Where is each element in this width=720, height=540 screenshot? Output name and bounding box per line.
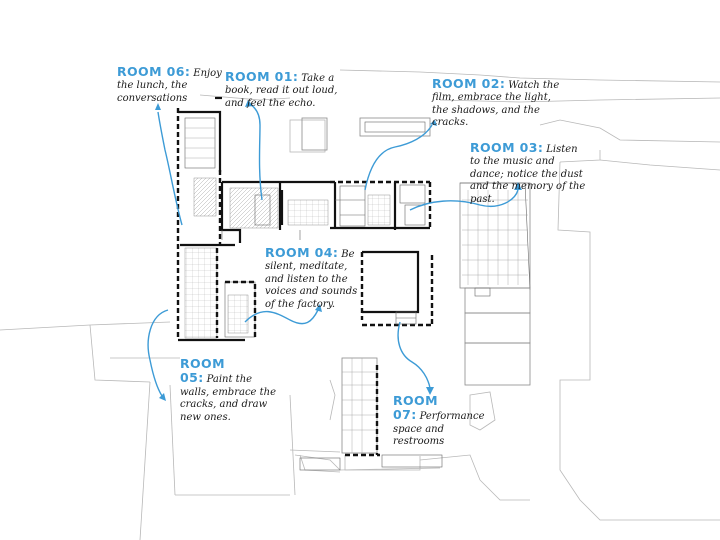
room-05-label: ROOM 05:Paint the walls, embrace the cra… bbox=[180, 356, 280, 424]
site-context bbox=[0, 69, 720, 540]
room-04-label: ROOM 04:Be silent, meditate, and listen … bbox=[265, 245, 365, 311]
room-02-title: ROOM 02: bbox=[432, 76, 506, 91]
room-01-title: ROOM 01: bbox=[225, 69, 299, 84]
room-03-title: ROOM 03: bbox=[470, 140, 544, 155]
room-07-title: ROOM 07: bbox=[393, 393, 438, 423]
room-03-label: ROOM 03:Listen to the music and dance; n… bbox=[470, 140, 590, 206]
room-06-label: ROOM 06:Enjoy the lunch, the conversatio… bbox=[117, 64, 227, 105]
room-06-text: Enjoy the lunch, the conversations bbox=[117, 68, 222, 104]
room-07-text: Performance space and restrooms bbox=[393, 411, 485, 448]
room-07-label: ROOM 07:Performance space and restrooms bbox=[393, 393, 488, 449]
east-hall bbox=[459, 182, 531, 386]
room-05-title: ROOM 05: bbox=[180, 356, 225, 386]
room-02-text: Watch the film, embrace the light, the s… bbox=[432, 80, 560, 129]
room-02-label: ROOM 02:Watch the film, embrace the ligh… bbox=[432, 76, 567, 130]
room-04-text: Be silent, meditate, and listen to the v… bbox=[265, 249, 358, 310]
arrowhead-room-03 bbox=[514, 182, 522, 190]
arrow-room-01 bbox=[249, 103, 263, 201]
arrow-room-06 bbox=[157, 111, 183, 226]
arrowhead-room-04 bbox=[315, 304, 322, 312]
arrowhead-room-02 bbox=[430, 120, 437, 126]
building-center bbox=[220, 180, 432, 243]
arrowhead-room-01 bbox=[245, 100, 253, 107]
room-01-text: Take a book, read it out loud, and feel … bbox=[225, 73, 338, 109]
room-03-text: Listen to the music and dance; notice th… bbox=[470, 144, 586, 205]
room-04-title: ROOM 04: bbox=[265, 245, 339, 260]
arrows bbox=[147, 100, 522, 401]
room-05-text: Paint the walls, embrace the cracks, and… bbox=[180, 374, 277, 423]
arrowhead-room-07 bbox=[426, 387, 434, 395]
arrow-room-07 bbox=[397, 321, 431, 389]
arrow-room-03 bbox=[409, 189, 519, 211]
arrow-room-02 bbox=[364, 124, 433, 191]
building-south-center bbox=[360, 250, 434, 327]
room-06-title: ROOM 06: bbox=[117, 64, 191, 79]
arrowhead-room-05 bbox=[159, 393, 166, 401]
arrow-room-05 bbox=[147, 309, 169, 397]
arrow-room-04 bbox=[244, 309, 319, 325]
building-west bbox=[176, 96, 257, 342]
arrowhead-room-06 bbox=[155, 103, 161, 110]
room-01-label: ROOM 01:Take a book, read it out loud, a… bbox=[225, 69, 350, 110]
building-south bbox=[299, 357, 443, 471]
